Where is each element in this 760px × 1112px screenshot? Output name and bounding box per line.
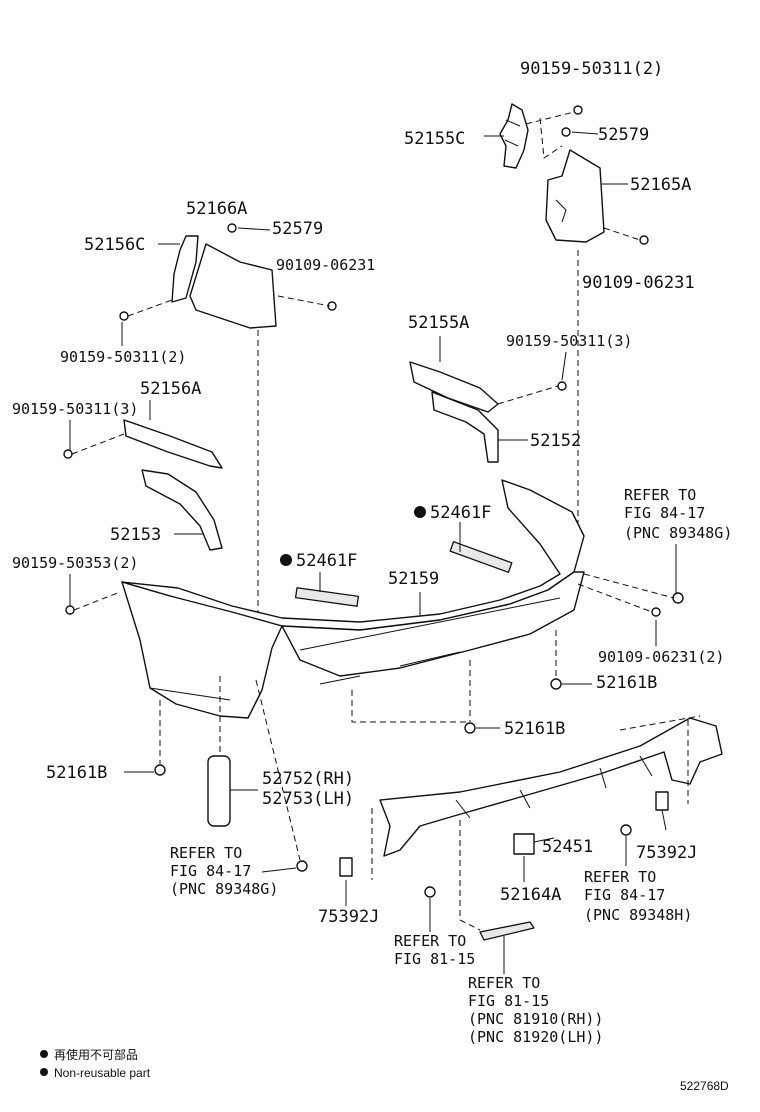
legend-jp: 再使用不可部品 xyxy=(54,1047,138,1062)
bumper-cover-52159 xyxy=(121,479,585,719)
label-52164A: 52164A xyxy=(500,885,561,905)
label-75392J-right: 75392J xyxy=(636,843,697,863)
refer-mid-right-line2: FIG 84-17 xyxy=(584,886,665,904)
label-52579-top: 52579 xyxy=(598,125,649,145)
figure-id: 522768D xyxy=(680,1079,729,1093)
nonreusable-dot-right xyxy=(414,506,426,518)
label-52461F-right: 52461F xyxy=(430,503,491,523)
clip-81-15 xyxy=(424,886,436,898)
label-90159-50311-2-left: 90159-50311(2) xyxy=(60,348,186,366)
reflector-81910 xyxy=(479,921,535,941)
refer-815-line2: FIG 81-15 xyxy=(394,950,475,968)
clip-75392J-right xyxy=(655,791,669,811)
bracket-52155C xyxy=(499,103,529,169)
reflector-52461F-left xyxy=(294,587,360,607)
cover-52165A xyxy=(545,149,605,243)
bolt-90109-2 xyxy=(651,607,661,617)
label-52161B-mid: 52161B xyxy=(504,719,565,739)
clip-52161B-right xyxy=(550,678,562,690)
label-52753: 52753(LH) xyxy=(262,789,354,809)
refer-left-line1: REFER TO xyxy=(170,844,242,862)
refer-right-line1: REFER TO xyxy=(624,486,696,504)
refer-815b-line2: FIG 81-15 xyxy=(468,992,549,1010)
clip-90159-right xyxy=(557,381,567,391)
clip-90159-top xyxy=(573,105,583,115)
legend-dot-jp xyxy=(40,1050,48,1058)
label-52155C: 52155C xyxy=(404,129,465,149)
refer-mid-right-line1: REFER TO xyxy=(584,868,656,886)
bracket-52155A xyxy=(409,361,499,413)
label-75392J-left: 75392J xyxy=(318,907,379,927)
clip-75392J-left xyxy=(339,857,353,877)
cover-52164A xyxy=(513,833,535,855)
label-90109-06231-right: 90109-06231 xyxy=(582,273,695,293)
nonreusable-dot-left xyxy=(280,554,292,566)
label-52161B-right: 52161B xyxy=(596,673,657,693)
bracket-52153 xyxy=(141,469,223,551)
refer-815-line1: REFER TO xyxy=(394,932,466,950)
legend-dot-en xyxy=(40,1068,48,1076)
label-52451: 52451 xyxy=(542,837,593,857)
clip-90159-50353 xyxy=(65,605,75,615)
label-52159: 52159 xyxy=(388,569,439,589)
refer-left-line3: (PNC 89348G) xyxy=(170,880,278,898)
refer-815b-line4: (PNC 81920(LH)) xyxy=(468,1028,603,1046)
cover-52166A xyxy=(189,243,277,329)
label-90109-06231-left: 90109-06231 xyxy=(276,256,375,274)
label-52156C: 52156C xyxy=(84,235,145,255)
label-52166A: 52166A xyxy=(186,199,247,219)
label-90159-50353-2: 90159-50353(2) xyxy=(12,554,138,572)
clip-52579-top xyxy=(561,127,571,137)
label-52153: 52153 xyxy=(110,525,161,545)
label-52155A: 52155A xyxy=(408,313,469,333)
refer-815b-line3: (PNC 81910(RH)) xyxy=(468,1010,603,1028)
refer-right-line3: (PNC 89348G) xyxy=(624,524,732,542)
reflector-52461F-right xyxy=(449,541,513,573)
refer-left-line2: FIG 84-17 xyxy=(170,862,251,880)
refer-mid-right-line3: (PNC 89348H) xyxy=(584,906,692,924)
label-52161B-left: 52161B xyxy=(46,763,107,783)
label-52152: 52152 xyxy=(530,431,581,451)
label-52579-left: 52579 xyxy=(272,219,323,239)
label-90109-06231-2: 90109-06231(2) xyxy=(598,648,724,666)
spoiler-52451 xyxy=(379,717,723,857)
plug-89348G-left xyxy=(296,860,308,872)
clip-90159-left-3 xyxy=(63,449,73,459)
clip-52161B-left xyxy=(154,764,166,776)
label-90159-50311-3-right: 90159-50311(3) xyxy=(506,332,632,350)
label-52752: 52752(RH) xyxy=(262,769,354,789)
clip-52579-left xyxy=(227,223,237,233)
plug-89348G-right xyxy=(672,592,684,604)
reflector-52752 xyxy=(207,755,231,827)
clip-52161B-mid xyxy=(464,722,476,734)
legend-en: Non-reusable part xyxy=(54,1066,151,1080)
refer-right-line2: FIG 84-17 xyxy=(624,504,705,522)
label-90159-50311-2-top: 90159-50311(2) xyxy=(520,59,663,79)
bracket-52156C xyxy=(171,235,199,303)
bolt-90109-right xyxy=(639,235,649,245)
label-90159-50311-3-left: 90159-50311(3) xyxy=(12,400,138,418)
plug-89348H xyxy=(620,824,632,836)
label-52461F-left: 52461F xyxy=(296,551,357,571)
label-52165A: 52165A xyxy=(630,175,691,195)
bracket-52152 xyxy=(431,391,499,463)
bracket-52156A xyxy=(123,419,223,469)
label-52156A: 52156A xyxy=(140,379,201,399)
clip-90159-left xyxy=(119,311,129,321)
refer-815b-line1: REFER TO xyxy=(468,974,540,992)
